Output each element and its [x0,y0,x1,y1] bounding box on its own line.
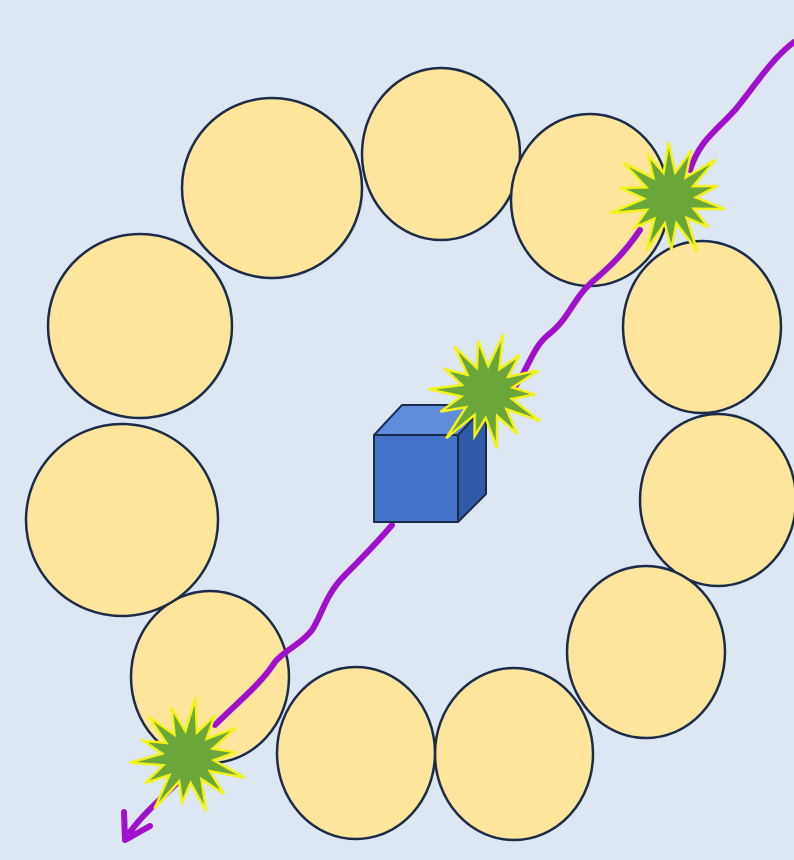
circle-icon [360,66,522,242]
interaction-bursts [129,141,726,812]
path-segment-upper [687,39,794,173]
circle-icon [24,422,220,618]
circle-icon [180,96,364,280]
burst-icon [609,141,726,253]
circle-icon [433,666,595,842]
burst-icon [428,333,541,449]
cube-front-face [373,434,459,523]
circle-icon [621,239,783,415]
circle-icon [46,232,234,420]
circle-icon [565,564,727,740]
burst-icon [129,697,246,812]
circle-icon [638,412,794,588]
cube-icon [373,404,487,523]
path-segment-lower [212,522,395,728]
circle-icon [275,665,437,841]
arrowhead-icon [121,809,153,843]
path-segment-middle [502,227,643,403]
